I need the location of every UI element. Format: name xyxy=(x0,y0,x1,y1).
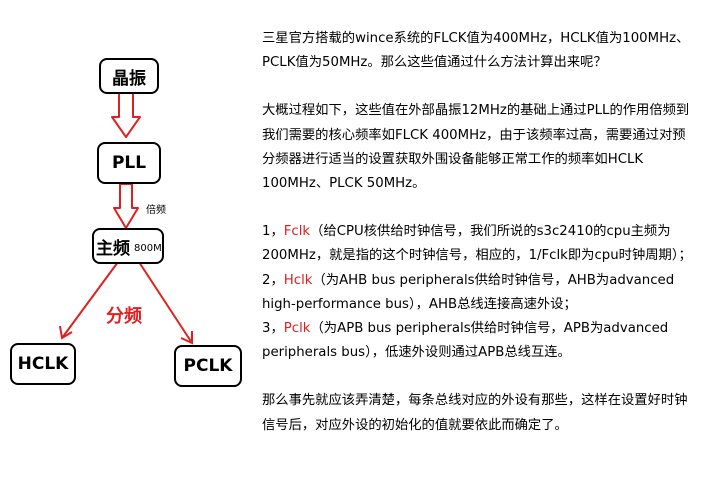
arrow-pll-to-main xyxy=(113,183,139,229)
item-pclk: 3，Pclk（为APB bus peripherals供给时钟信号，APB为ad… xyxy=(262,317,692,365)
item-fclk: 1，Fclk（给CPU核供给时钟信号，我们所说的s3c2410的cpu主频为20… xyxy=(262,220,692,268)
arrow-main-to-pclk xyxy=(138,261,193,344)
item-hclk: 2，Hclk（为AHB bus peripherals供给时钟信号，AHB为ad… xyxy=(262,269,692,317)
item-fclk-text: （给CPU核供给时钟信号，我们所说的s3c2410的cpu主频为200MHz，就… xyxy=(262,224,692,264)
item-hclk-number: 2， xyxy=(262,272,284,288)
paragraph-process: 大概过程如下，这些值在外部晶振12MHz的基础上通过PLL的作用倍频到我们需要的… xyxy=(262,103,690,192)
main-freq-box: 主频 800M xyxy=(92,228,164,264)
pll-label: PLL xyxy=(111,153,147,173)
arrow-crystal-to-pll xyxy=(111,91,141,138)
item-hclk-key: Hclk xyxy=(283,272,313,288)
arrow-main-to-hclk xyxy=(61,261,119,339)
clock-diagram: 晶振 PLL 倍频 主频 800M 分频 HCLK PCLK xyxy=(0,0,242,500)
divide-label: 分频 xyxy=(106,306,142,327)
pclk-label: PCLK xyxy=(183,356,233,376)
crystal-box: 晶振 xyxy=(99,58,159,94)
multiply-label: 倍频 xyxy=(146,205,166,216)
item-pclk-key: Pclk xyxy=(283,321,311,337)
paragraph-conclusion: 那么事先就应该弄清楚，每条总线对应的外设有那些，这样在设置好时钟信号后，对应外设… xyxy=(262,393,688,433)
item-hclk-text: （为AHB bus peripherals供给时钟信号，AHB为advanced… xyxy=(262,272,675,312)
item-pclk-text: （为APB bus peripherals供给时钟信号，APB为advanced… xyxy=(262,321,669,361)
pclk-box: PCLK xyxy=(174,345,242,387)
diagram-arrows xyxy=(59,91,193,345)
pll-box: PLL xyxy=(97,142,161,184)
main-freq-value: 800M xyxy=(134,242,162,254)
hclk-label: HCLK xyxy=(17,354,69,374)
item-pclk-number: 3， xyxy=(262,321,284,337)
article-text: 三星官方搭载的wince系统的FLCK值为400MHz，HCLK值为100MHz… xyxy=(262,27,692,438)
item-fclk-number: 1， xyxy=(262,224,284,240)
item-fclk-key: Fclk xyxy=(283,224,311,240)
main-freq-label: 主频 xyxy=(96,238,130,259)
crystal-label: 晶振 xyxy=(112,68,146,89)
hclk-box: HCLK xyxy=(10,343,76,385)
paragraph-intro: 三星官方搭载的wince系统的FLCK值为400MHz，HCLK值为100MHz… xyxy=(262,31,690,71)
